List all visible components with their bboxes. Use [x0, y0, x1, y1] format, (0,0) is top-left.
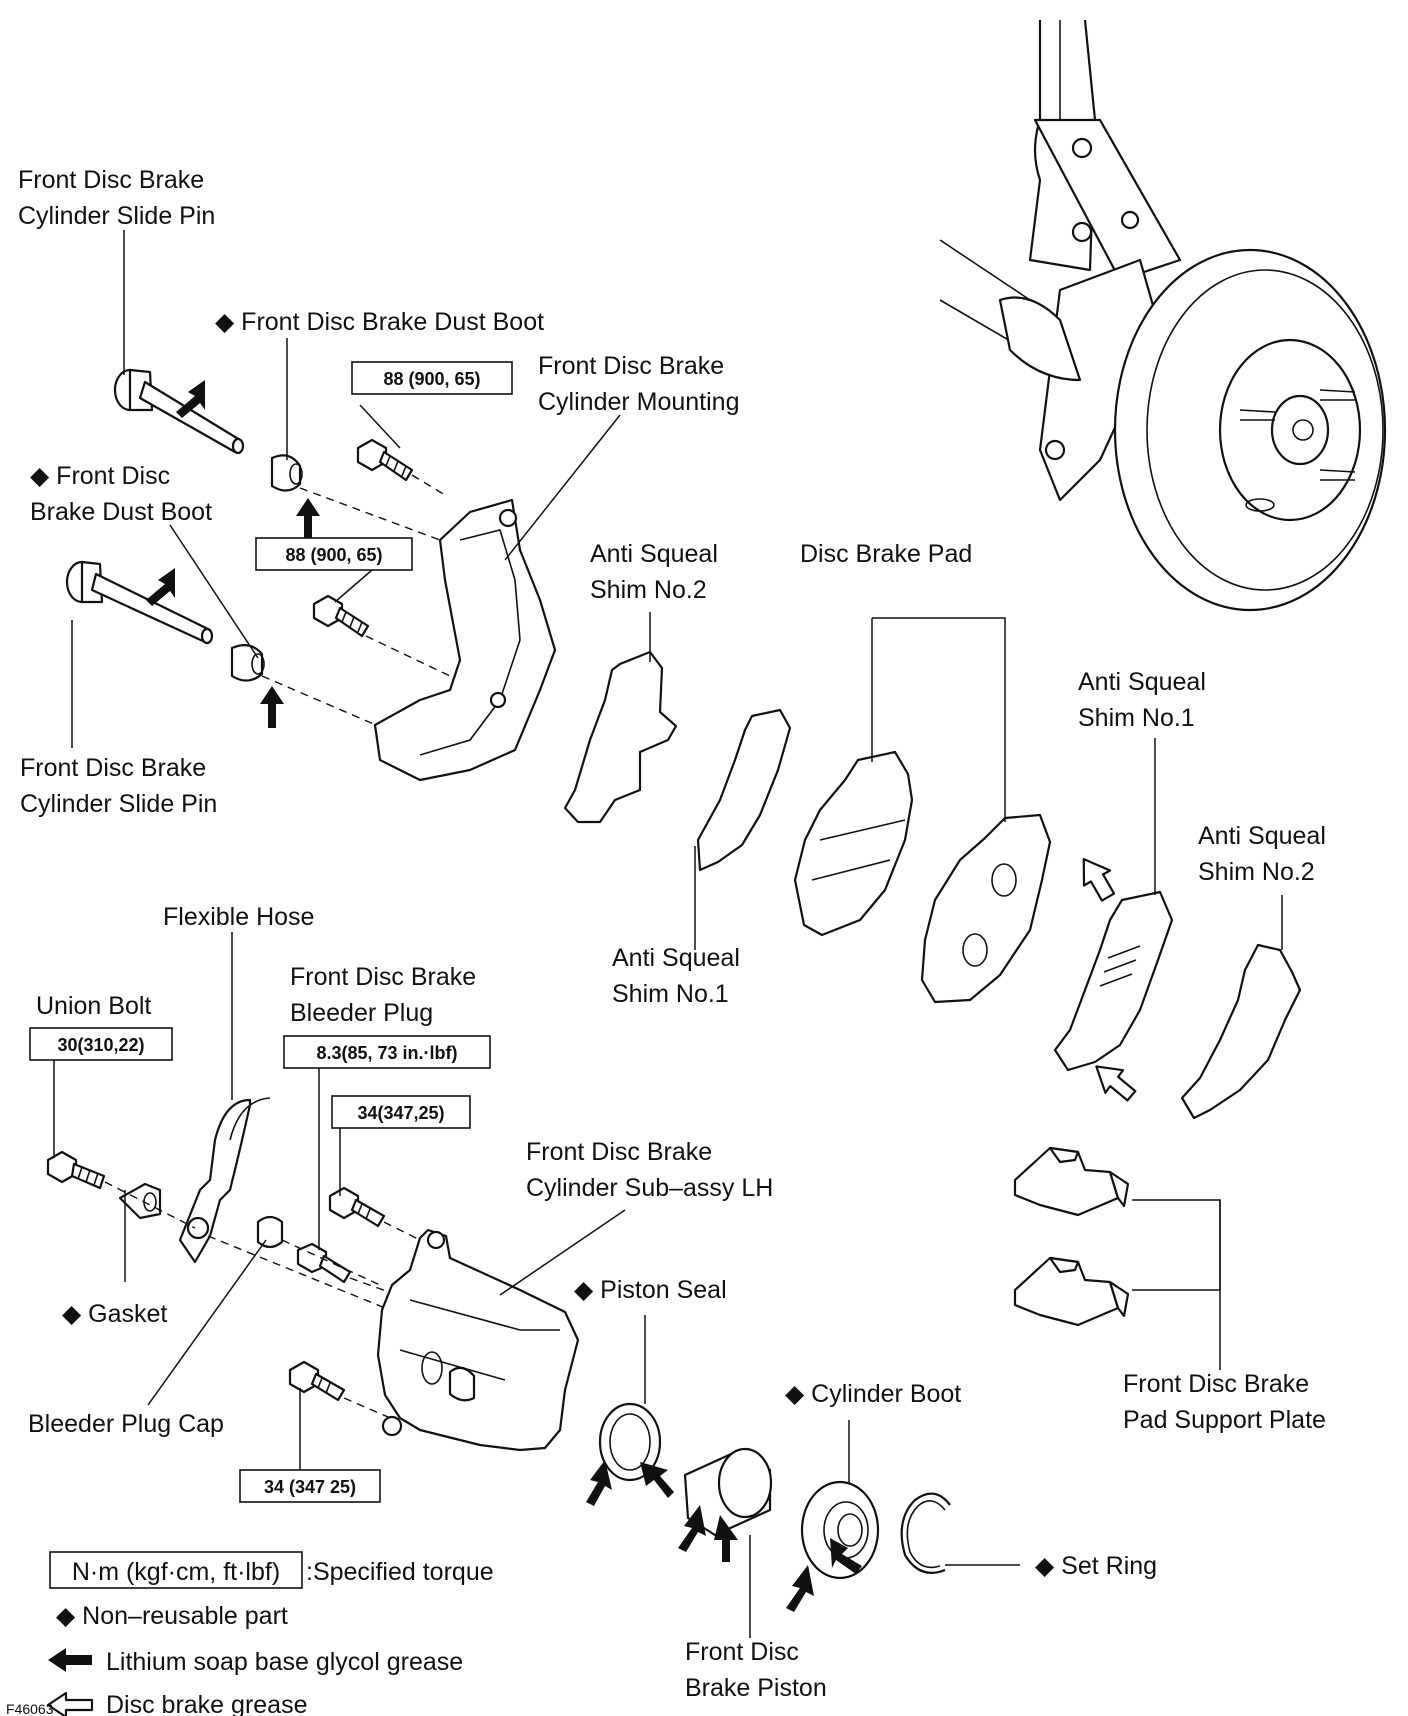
torque-bleeder-plug: 8.3(85, 73 in.·lbf)	[316, 1043, 457, 1063]
anti-squeal-shim-2-right	[1180, 943, 1302, 1120]
label-cylinder-boot: ◆ Cylinder Boot	[785, 1380, 961, 1408]
legend-lithium: Lithium soap base glycol grease	[106, 1648, 463, 1676]
legend-torque-box	[49, 1551, 303, 1589]
bleeder-plug	[296, 1242, 352, 1284]
torque-box-cyl-upper	[331, 1095, 471, 1129]
label-cyl-subassy-2: Cylinder Sub–assy LH	[526, 1174, 773, 1202]
torque-mount-upper: 88 (900, 65)	[383, 369, 480, 389]
label-piston-seal: ◆ Piston Seal	[574, 1276, 727, 1304]
brake-piston	[683, 1447, 773, 1537]
torque-box-cyl-lower	[239, 1469, 381, 1503]
leader-lines	[53, 230, 1283, 1638]
label-dust-boot-left-2: Brake Dust Boot	[30, 498, 212, 526]
label-cyl-mounting-2: Cylinder Mounting	[538, 388, 740, 416]
dust-boot-lower	[230, 643, 265, 682]
label-disc-brake-pad: Disc Brake Pad	[800, 540, 972, 568]
figure-code: F46063	[6, 1701, 54, 1716]
label-set-ring: ◆ Set Ring	[1035, 1552, 1157, 1580]
label-anti-squeal-2a-1: Anti Squeal	[590, 540, 718, 568]
assembly-lines-upper	[261, 474, 451, 726]
label-bleeder-cap: Bleeder Plug Cap	[28, 1410, 224, 1438]
hub-rotor-assembly	[939, 19, 1387, 612]
label-bleeder-plug-1: Front Disc Brake	[290, 963, 476, 991]
disc-brake-pad-inner	[793, 750, 914, 937]
torque-box-bleeder-plug	[283, 1035, 491, 1069]
label-bleeder-plug-2: Bleeder Plug	[290, 999, 433, 1027]
label-anti-squeal-2a-2: Shim No.2	[590, 576, 707, 604]
label-cyl-mounting-1: Front Disc Brake	[538, 352, 724, 380]
cylinder-boot	[800, 1480, 880, 1580]
disc-brake-pad-outer	[920, 813, 1052, 1004]
label-pad-support-2: Pad Support Plate	[1123, 1406, 1326, 1434]
label-pad-support-1: Front Disc Brake	[1123, 1370, 1309, 1398]
part-labels: Front Disc Brake Cylinder Slide Pin ◆ Fr…	[18, 166, 1326, 1702]
label-dust-boot-top: ◆ Front Disc Brake Dust Boot	[215, 308, 544, 336]
legend-disc-grease: Disc brake grease	[106, 1691, 307, 1716]
label-slide-pin-bottom-2: Cylinder Slide Pin	[20, 790, 217, 818]
torque-cyl-lower: 34 (347 25)	[264, 1477, 356, 1497]
torque-union-bolt: 30(310,22)	[57, 1035, 144, 1055]
pad-support-plate-upper	[1013, 1146, 1130, 1217]
torque-box-mount-upper	[351, 361, 513, 395]
legend-non-reusable: ◆ Non–reusable part	[56, 1602, 288, 1630]
cylinder-mounting	[373, 498, 557, 782]
mounting-bolt-lower	[312, 594, 370, 638]
label-anti-squeal-1b-1: Anti Squeal	[612, 944, 740, 972]
union-bolt	[46, 1150, 106, 1190]
legend: N·m (kgf·cm, ft·lbf) :Specified torque ◆…	[6, 1551, 494, 1716]
bleeder-plug-cap	[256, 1215, 284, 1249]
torque-box-mount-lower	[255, 537, 413, 571]
torque-mount-lower: 88 (900, 65)	[285, 545, 382, 565]
pad-support-plate-lower	[1013, 1256, 1130, 1327]
cylinder-bolt-upper	[328, 1186, 386, 1228]
label-slide-pin-top-1: Front Disc Brake	[18, 166, 204, 194]
cylinder-bolt-lower	[288, 1360, 346, 1402]
legend-hollow-arrow-icon	[46, 1691, 94, 1716]
anti-squeal-shim-2-left	[563, 650, 678, 824]
mounting-bolt-upper	[356, 438, 414, 482]
label-gasket: ◆ Gasket	[62, 1300, 167, 1328]
slide-pin-upper	[113, 368, 245, 455]
label-anti-squeal-2b-1: Anti Squeal	[1198, 822, 1326, 850]
label-anti-squeal-1b-2: Shim No.1	[612, 980, 729, 1008]
label-slide-pin-top-2: Cylinder Slide Pin	[18, 202, 215, 230]
label-brake-piston-1: Front Disc	[685, 1638, 799, 1666]
anti-squeal-shim-1-left	[696, 708, 792, 872]
legend-solid-arrow-icon	[48, 1648, 92, 1672]
label-union-bolt: Union Bolt	[36, 992, 151, 1020]
label-cyl-subassy-1: Front Disc Brake	[526, 1138, 712, 1166]
lithium-grease-arrows	[146, 380, 320, 728]
legend-torque-units: N·m (kgf·cm, ft·lbf)	[72, 1558, 280, 1586]
flexible-hose	[178, 1097, 271, 1264]
torque-cyl-upper: 34(347,25)	[357, 1103, 444, 1123]
label-dust-boot-left-1: ◆ Front Disc	[30, 462, 170, 490]
label-slide-pin-bottom-1: Front Disc Brake	[20, 754, 206, 782]
torque-boxes: 88 (900, 65) 88 (900, 65) 30(310,22) 8.3…	[29, 361, 513, 1503]
label-anti-squeal-2b-2: Shim No.2	[1198, 858, 1315, 886]
slide-pin-lower	[65, 560, 214, 645]
set-ring	[900, 1492, 951, 1574]
lithium-grease-arrows-lower	[586, 1460, 862, 1612]
anti-squeal-shim-1-right	[1053, 890, 1174, 1072]
piston-seal	[598, 1402, 662, 1482]
cylinder-subassy	[376, 1228, 580, 1452]
label-flexible-hose: Flexible Hose	[163, 903, 314, 931]
torque-box-union-bolt	[29, 1027, 173, 1061]
gasket	[118, 1182, 162, 1220]
label-brake-piston-2: Brake Piston	[685, 1674, 827, 1702]
disc-brake-grease-arrows	[1082, 857, 1137, 1102]
label-anti-squeal-1a-1: Anti Squeal	[1078, 668, 1206, 696]
legend-torque-text: :Specified torque	[306, 1558, 494, 1586]
dust-boot-upper	[270, 454, 303, 492]
label-anti-squeal-1a-2: Shim No.1	[1078, 704, 1195, 732]
